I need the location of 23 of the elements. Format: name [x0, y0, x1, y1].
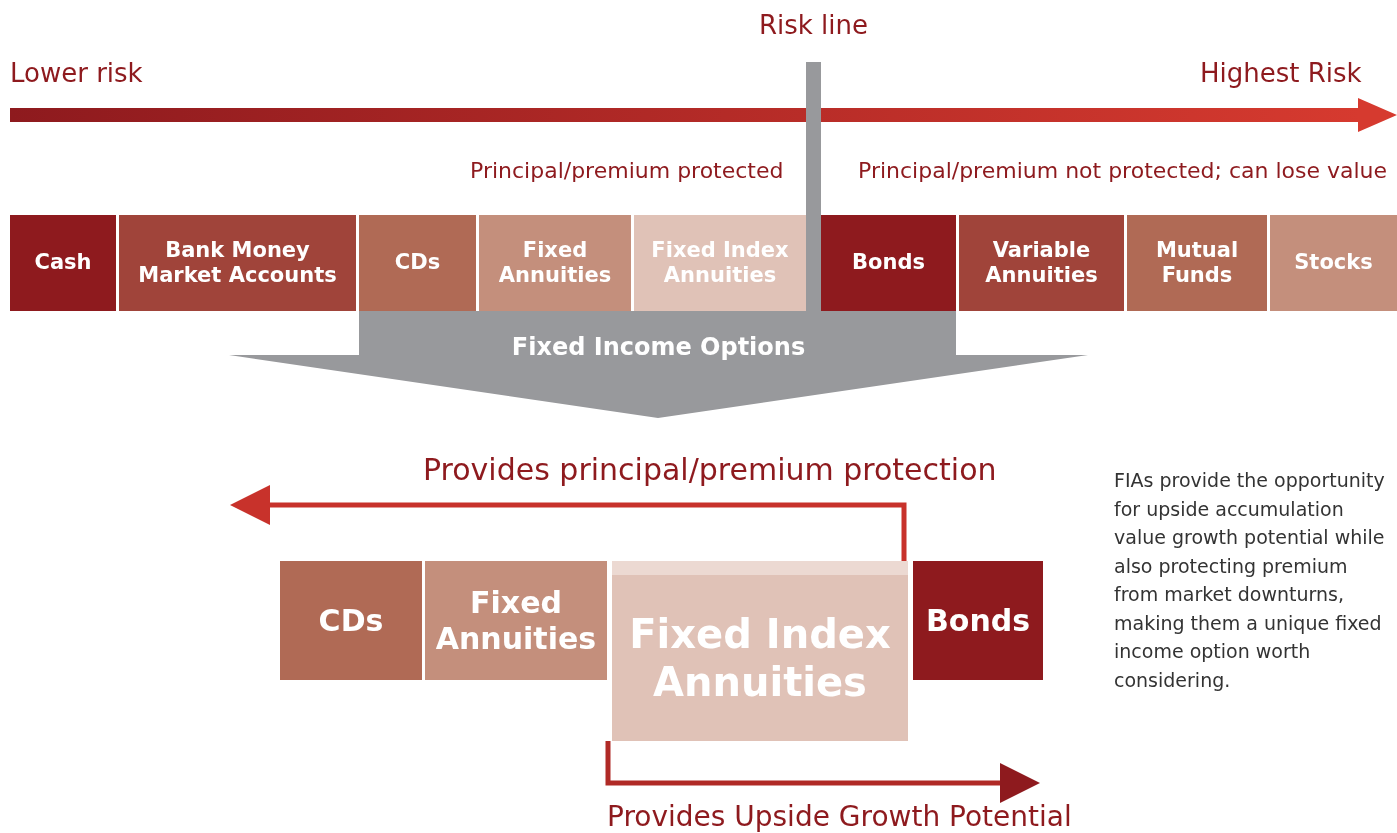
category-box: Cash	[10, 215, 116, 311]
note-text: FIAs provide the opportunity for upside accumulation value growth potential while also protecting premium from market downturns, making them a unique fixed income option worth considering.	[1114, 468, 1386, 693]
arrow	[230, 485, 907, 561]
zone-label: Principal/premium protected	[470, 158, 784, 183]
category-box: Variable Annuities	[959, 215, 1124, 311]
funnel-arrow: Fixed Income Options	[229, 311, 1088, 418]
category-box: CDs	[359, 215, 476, 311]
category-box: Bonds	[913, 561, 1043, 680]
arrow	[605, 741, 1040, 803]
category-box: Bonds	[821, 215, 956, 311]
category-box: Fixed Annuities	[479, 215, 631, 311]
category-box: Fixed Annuities	[425, 561, 607, 680]
axis-label: Lower risk	[10, 58, 143, 88]
edge-label: Provides principal/premium protection	[423, 452, 997, 487]
category-box: Fixed Index Annuities	[612, 561, 908, 741]
edge-label: Provides Upside Growth Potential	[607, 800, 1072, 833]
zone-label: Principal/premium not protected; can lose value	[858, 158, 1388, 183]
category-box: Fixed Index Annuities	[634, 215, 806, 311]
category-box: Mutual Funds	[1127, 215, 1267, 311]
category-box: Bank Money Market Accounts	[119, 215, 356, 311]
category-box: Stocks	[1270, 215, 1397, 311]
axis-label: Highest Risk	[1200, 58, 1362, 88]
category-box: CDs	[280, 561, 422, 680]
